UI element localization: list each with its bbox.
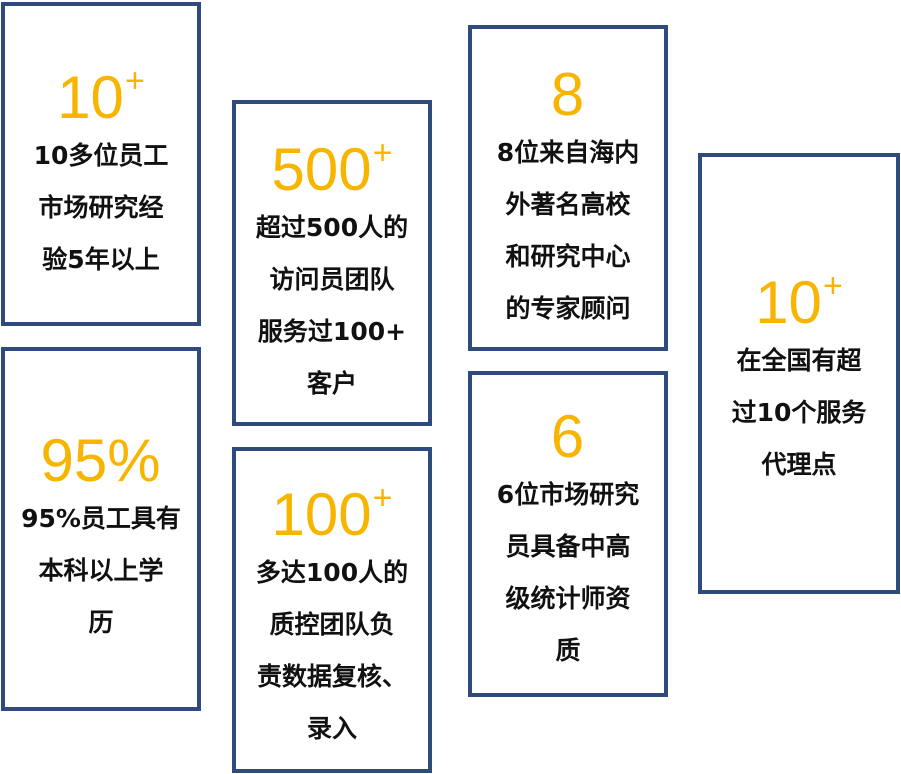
stat-card-quality-control: 100+ 多达100人的 质控团队负 责数据复核、 录入 xyxy=(232,447,432,773)
stat-number: 100+ xyxy=(271,479,393,548)
stat-number: 8 xyxy=(550,61,585,128)
desc-line: 客户 xyxy=(306,369,357,398)
desc-line: 8位来自海内 xyxy=(496,138,640,167)
stat-description: 10多位员工 市场研究经 验5年以上 xyxy=(5,130,197,286)
stat-number: 6 xyxy=(550,403,585,470)
desc-line: 历 xyxy=(88,608,114,637)
stat-description: 多达100人的 质控团队负 责数据复核、 录入 xyxy=(236,547,428,755)
desc-line: 10多位员工 xyxy=(33,141,169,170)
desc-line: 员具备中高 xyxy=(505,532,631,561)
desc-line: 质 xyxy=(555,636,581,665)
stat-description: 95%员工具有 本科以上学 历 xyxy=(5,493,197,649)
stat-number: 95% xyxy=(40,427,161,494)
stat-card-statisticians: 6 6位市场研究 员具备中高 级统计师资 质 xyxy=(468,371,668,697)
stat-number: 10+ xyxy=(57,62,145,131)
desc-line: 6位市场研究 xyxy=(496,480,640,509)
stat-card-experts: 8 8位来自海内 外著名高校 和研究中心 的专家顾问 xyxy=(468,25,668,351)
stat-description: 超过500人的 访问员团队 服务过100+ 客户 xyxy=(236,202,428,410)
desc-line: 在全国有超 xyxy=(736,346,862,375)
desc-line: 录入 xyxy=(306,714,357,743)
desc-line: 市场研究经 xyxy=(38,193,164,222)
desc-line: 质控团队负 xyxy=(269,610,395,639)
desc-line: 多达100人的 xyxy=(255,558,409,587)
desc-line: 责数据复核、 xyxy=(256,662,407,691)
stat-card-degree: 95% 95%员工具有 本科以上学 历 xyxy=(1,347,201,711)
desc-line: 外著名高校 xyxy=(505,190,631,219)
desc-line: 本科以上学 xyxy=(38,556,164,585)
desc-line: 和研究中心 xyxy=(505,242,631,271)
desc-line: 访问员团队 xyxy=(269,265,395,294)
desc-line: 过10个服务 xyxy=(731,398,867,427)
stat-description: 8位来自海内 外著名高校 和研究中心 的专家顾问 xyxy=(472,127,664,335)
desc-line: 验5年以上 xyxy=(42,245,160,274)
desc-line: 95%员工具有 xyxy=(21,504,181,533)
desc-line: 级统计师资 xyxy=(505,584,631,613)
desc-line: 服务过100+ xyxy=(257,317,407,346)
stat-card-interviewers: 500+ 超过500人的 访问员团队 服务过100+ 客户 xyxy=(232,100,432,426)
desc-line: 超过500人的 xyxy=(255,213,409,242)
desc-line: 的专家顾问 xyxy=(505,294,631,323)
desc-line: 代理点 xyxy=(761,450,837,479)
stat-description: 6位市场研究 员具备中高 级统计师资 质 xyxy=(472,469,664,677)
stat-number: 10+ xyxy=(755,267,843,336)
stat-card-service-agents: 10+ 在全国有超 过10个服务 代理点 xyxy=(698,153,900,594)
stat-description: 在全国有超 过10个服务 代理点 xyxy=(702,335,896,491)
stat-card-staff-experience: 10+ 10多位员工 市场研究经 验5年以上 xyxy=(1,2,201,326)
stat-number: 500+ xyxy=(271,134,393,203)
